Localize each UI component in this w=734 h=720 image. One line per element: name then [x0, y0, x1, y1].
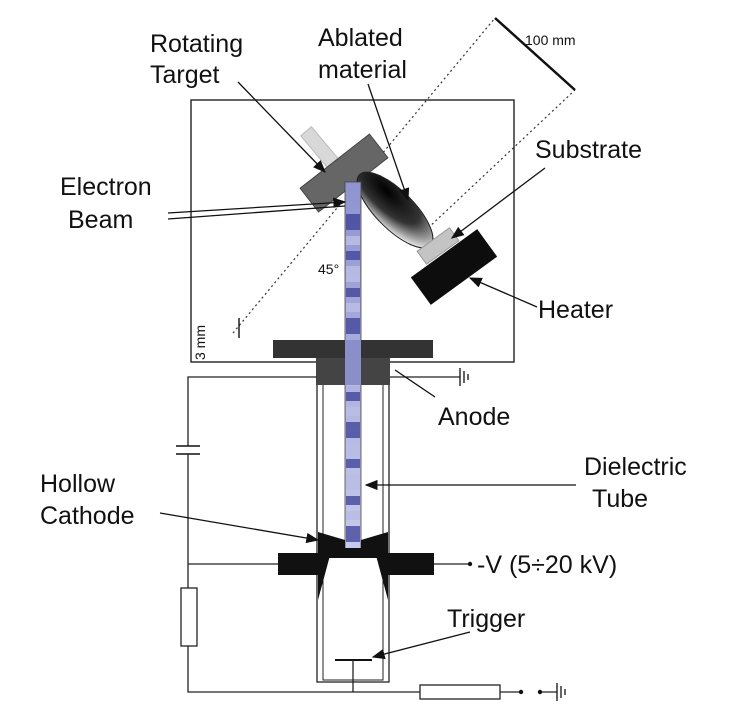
ablated-material-label-line1: Ablated	[318, 24, 403, 52]
pointer-trigger	[371, 631, 471, 660]
pointer-heater	[468, 277, 538, 308]
beam-band	[346, 511, 360, 520]
circuit-wire-top	[187, 376, 317, 446]
beam-band	[346, 526, 360, 542]
beam-band	[346, 444, 360, 453]
electron-beam-label-line2: Beam	[68, 206, 133, 234]
reference-dotted-line-2	[409, 89, 576, 246]
resistor-horizontal	[419, 684, 501, 700]
beam-band	[346, 251, 360, 260]
substrate-label: Substrate	[535, 136, 642, 164]
pointer-electron-beam-2	[167, 205, 346, 220]
beam-band	[346, 496, 360, 505]
dielectric-tube-label-line2: Tube	[592, 485, 648, 513]
ground-symbol-anode-icon	[459, 368, 469, 386]
resistor-vertical	[180, 587, 198, 647]
beam-band	[346, 303, 360, 312]
angle-label: 45°	[318, 261, 339, 277]
heater-label: Heater	[538, 296, 613, 324]
beam-band	[346, 214, 360, 230]
anode-label: Anode	[438, 403, 510, 431]
beam-band	[346, 392, 360, 401]
anode-bore	[345, 340, 361, 385]
electron-beam-label-line1: Electron	[60, 173, 152, 201]
dielectric-tube-label-line1: Dielectric	[584, 453, 687, 481]
cathode-flange-right	[388, 553, 434, 575]
hollow-cathode-right	[361, 532, 388, 600]
voltage-label: -V (5÷20 kV)	[477, 551, 617, 579]
beam-band	[346, 266, 360, 282]
pointer-hollow-cathode	[159, 512, 320, 544]
reference-dotted-line	[232, 17, 496, 334]
terminal-trigger	[518, 689, 524, 695]
gap-label: 3 mm	[192, 325, 208, 360]
distance-label: 100 mm	[525, 32, 576, 48]
rotating-target-label-line2: Target	[150, 61, 220, 89]
trigger-label: Trigger	[447, 605, 525, 633]
hollow-cathode-label-line2: Cathode	[40, 502, 135, 530]
pointer-ablated-material	[367, 83, 410, 202]
beam-band	[346, 474, 360, 490]
ground-symbol-bottom-icon	[556, 683, 566, 701]
cathode-flange-left	[278, 553, 320, 575]
distance-dimension-line	[494, 17, 576, 91]
cathode-body	[318, 548, 388, 558]
beam-band	[346, 407, 360, 416]
pointer-anode	[394, 369, 436, 398]
heater	[410, 229, 498, 305]
rotating-target-label-line1: Rotating	[150, 30, 243, 58]
hollow-cathode-label-line1: Hollow	[40, 470, 116, 498]
beam-band	[346, 459, 360, 468]
terminal-voltage	[467, 561, 473, 567]
beam-band	[346, 288, 360, 297]
beam-band	[346, 422, 360, 438]
beam-band	[346, 236, 360, 245]
pointer-rotating-target	[237, 81, 326, 173]
terminal-ground-bottom	[537, 689, 543, 695]
hollow-cathode	[318, 532, 345, 600]
pointer-electron-beam-1	[167, 197, 347, 214]
beam-band	[346, 318, 360, 334]
ablated-material-label-line2: material	[318, 56, 407, 84]
pointer-substrate	[450, 167, 546, 239]
circuit-wire-bottom	[187, 646, 420, 693]
